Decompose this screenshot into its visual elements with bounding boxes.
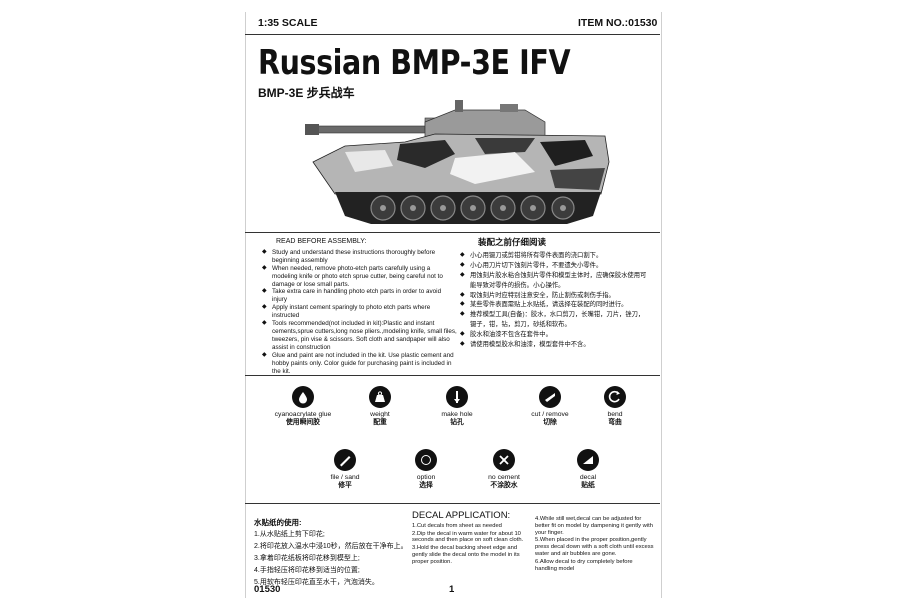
- symbol-label-en: cut / remove: [531, 411, 569, 418]
- decal-heading-zh: 水贴纸的使用:: [254, 518, 302, 527]
- symbol-no-cement: no cement 不涂胶水: [459, 449, 549, 490]
- decal-icon: [577, 449, 599, 471]
- decal-instructions-english: DECAL APPLICATION: 1.Cut decals from she…: [412, 510, 530, 567]
- symbol-label-en: cyanoacrylate glue: [274, 411, 332, 418]
- symbol-label-zh: 修平: [338, 482, 352, 489]
- instruction-item-zh: 某些零件表面需贴上水贴纸，请选择在装配的同时进行。: [460, 300, 650, 310]
- decal-step: 3.Hold the decal backing sheet edge and …: [412, 545, 520, 565]
- decal-step: 2.Dip the decal in warm water for about …: [412, 530, 524, 544]
- instructions-heading-zh: 装配之前仔细阅读: [478, 237, 547, 247]
- decal-step-zh: 4.手指轻压将印花移到适当的位置;: [254, 567, 360, 574]
- symbol-label-zh: 配重: [373, 419, 387, 426]
- symbol-label-zh: 贴纸: [581, 482, 595, 489]
- instruction-item: Glue and paint are not included in the k…: [262, 352, 457, 376]
- symbol-label-zh: 切除: [543, 419, 557, 426]
- page-number: 1: [449, 584, 455, 595]
- file-sand-icon: [334, 449, 356, 471]
- symbol-decal: decal 贴纸: [543, 449, 633, 490]
- symbol-label-en: file / sand: [330, 474, 360, 481]
- instruction-item: When needed, remove photo-etch parts car…: [262, 265, 457, 289]
- instructions-chinese: 装配之前仔细阅读 小心用镊刀或剪钳将所有零件表面的浇口割下。 小心用刀片切下蚀刻…: [460, 237, 650, 350]
- footer-item-code: 01530: [254, 584, 281, 595]
- symbol-label-en: decal: [579, 474, 597, 481]
- section-divider-2: [245, 375, 660, 376]
- decal-step: 6.Allow decal to dry completely before h…: [535, 558, 633, 572]
- symbol-cyanoacrylate-glue: cyanoacrylate glue 使用瞬间胶: [258, 386, 348, 427]
- instruction-item: Tools recommended(not included in kit):P…: [262, 320, 457, 352]
- symbol-label-zh: 使用瞬间胶: [286, 419, 320, 426]
- decal-step-zh: 5.用软布轻压印花直至水干，汽泡消失。: [254, 579, 379, 586]
- symbol-label-en: make hole: [441, 411, 473, 418]
- symbol-label-en: no cement: [488, 474, 520, 481]
- option-icon: [415, 449, 437, 471]
- symbol-label-zh: 不涂胶水: [490, 482, 518, 489]
- section-divider-1: [245, 232, 660, 233]
- symbol-label-en: bend: [607, 411, 623, 418]
- decal-heading: DECAL APPLICATION:: [412, 510, 511, 521]
- decal-step: 5.When placed in the proper position,gen…: [535, 537, 654, 557]
- symbol-bend: bend 弯曲: [570, 386, 660, 427]
- symbol-file-sand: file / sand 修平: [300, 449, 390, 490]
- instruction-item: Apply instant cement sparingly to photo …: [262, 304, 457, 320]
- symbol-label-zh: 弯曲: [608, 419, 622, 426]
- decal-step-zh: 1.从水贴纸上剪下印花;: [254, 531, 325, 538]
- symbol-label-en: weight: [370, 411, 390, 418]
- instruction-item-zh: 用蚀刻片胶水粘合蚀刻片零件和模型主体时，应确保胶水使用可能导致对零件的损伤。小心…: [460, 271, 650, 291]
- instruction-item-zh: 小心用刀片切下蚀刻片零件，不要遗失小零件。: [460, 261, 650, 271]
- make-hole-icon: [446, 386, 468, 408]
- instruction-item-zh: 胶水和油漆不包含在套件中。: [460, 330, 650, 340]
- decal-instructions-chinese: 水贴纸的使用: 1.从水贴纸上剪下印花; 2.将印花放入温水中浸10秒，然后放在…: [254, 517, 412, 589]
- tank-illustration: [305, 100, 610, 224]
- symbol-label-zh: 钻孔: [450, 419, 464, 426]
- cyanoacrylate-glue-icon: [292, 386, 314, 408]
- symbol-option: option 选择: [381, 449, 471, 490]
- decal-step: 4.While still wet,decal can be adjusted …: [535, 516, 653, 536]
- instruction-item-zh: 请使用模型胶水和油漆，模型套件中不含。: [460, 340, 650, 350]
- symbol-label-en: option: [416, 474, 436, 481]
- page-title: Russian BMP-3E IFV: [258, 43, 571, 83]
- weight-icon: [369, 386, 391, 408]
- instructions-english: READ BEFORE ASSEMBLY: Study and understa…: [262, 238, 457, 375]
- symbol-cut-remove: cut / remove 切除: [505, 386, 595, 427]
- scale-label: 1:35 SCALE: [258, 17, 318, 29]
- header-divider: [245, 34, 660, 35]
- symbol-make-hole: make hole 钻孔: [412, 386, 502, 427]
- instruction-item-zh: 推荐模型工具(自备)：胶水，水口剪刀，长嘴钳，刀片，锉刀，镊子，钳，钻，剪刀，砂…: [460, 310, 650, 330]
- item-number: ITEM NO.:01530: [578, 17, 658, 29]
- instruction-item: Take extra care in handling photo etch p…: [262, 288, 457, 304]
- decal-step: 1.Cut decals from sheet as needed: [412, 522, 502, 529]
- no-cement-icon: [493, 449, 515, 471]
- instruction-item-zh: 取蚀刻片时应特别注意安全，防止割伤或刺伤手指。: [460, 291, 650, 301]
- decal-instructions-english-continued: 4.While still wet,decal can be adjusted …: [535, 516, 655, 573]
- instruction-item-zh: 小心用镊刀或剪钳将所有零件表面的浇口割下。: [460, 251, 650, 261]
- instruction-item: Study and understand these instructions …: [262, 249, 457, 265]
- decal-step-zh: 2.将印花放入温水中浸10秒，然后放在干净布上。: [254, 543, 408, 550]
- bend-icon: [604, 386, 626, 408]
- symbol-weight: weight 配重: [335, 386, 425, 427]
- decal-step-zh: 3.拿着印花纸板将印花移到模型上;: [254, 555, 360, 562]
- cut-remove-icon: [539, 386, 561, 408]
- instructions-heading: READ BEFORE ASSEMBLY:: [276, 238, 367, 245]
- page-subtitle: BMP-3E 步兵战车: [258, 86, 355, 100]
- section-divider-3: [245, 503, 660, 504]
- symbol-label-zh: 选择: [419, 482, 433, 489]
